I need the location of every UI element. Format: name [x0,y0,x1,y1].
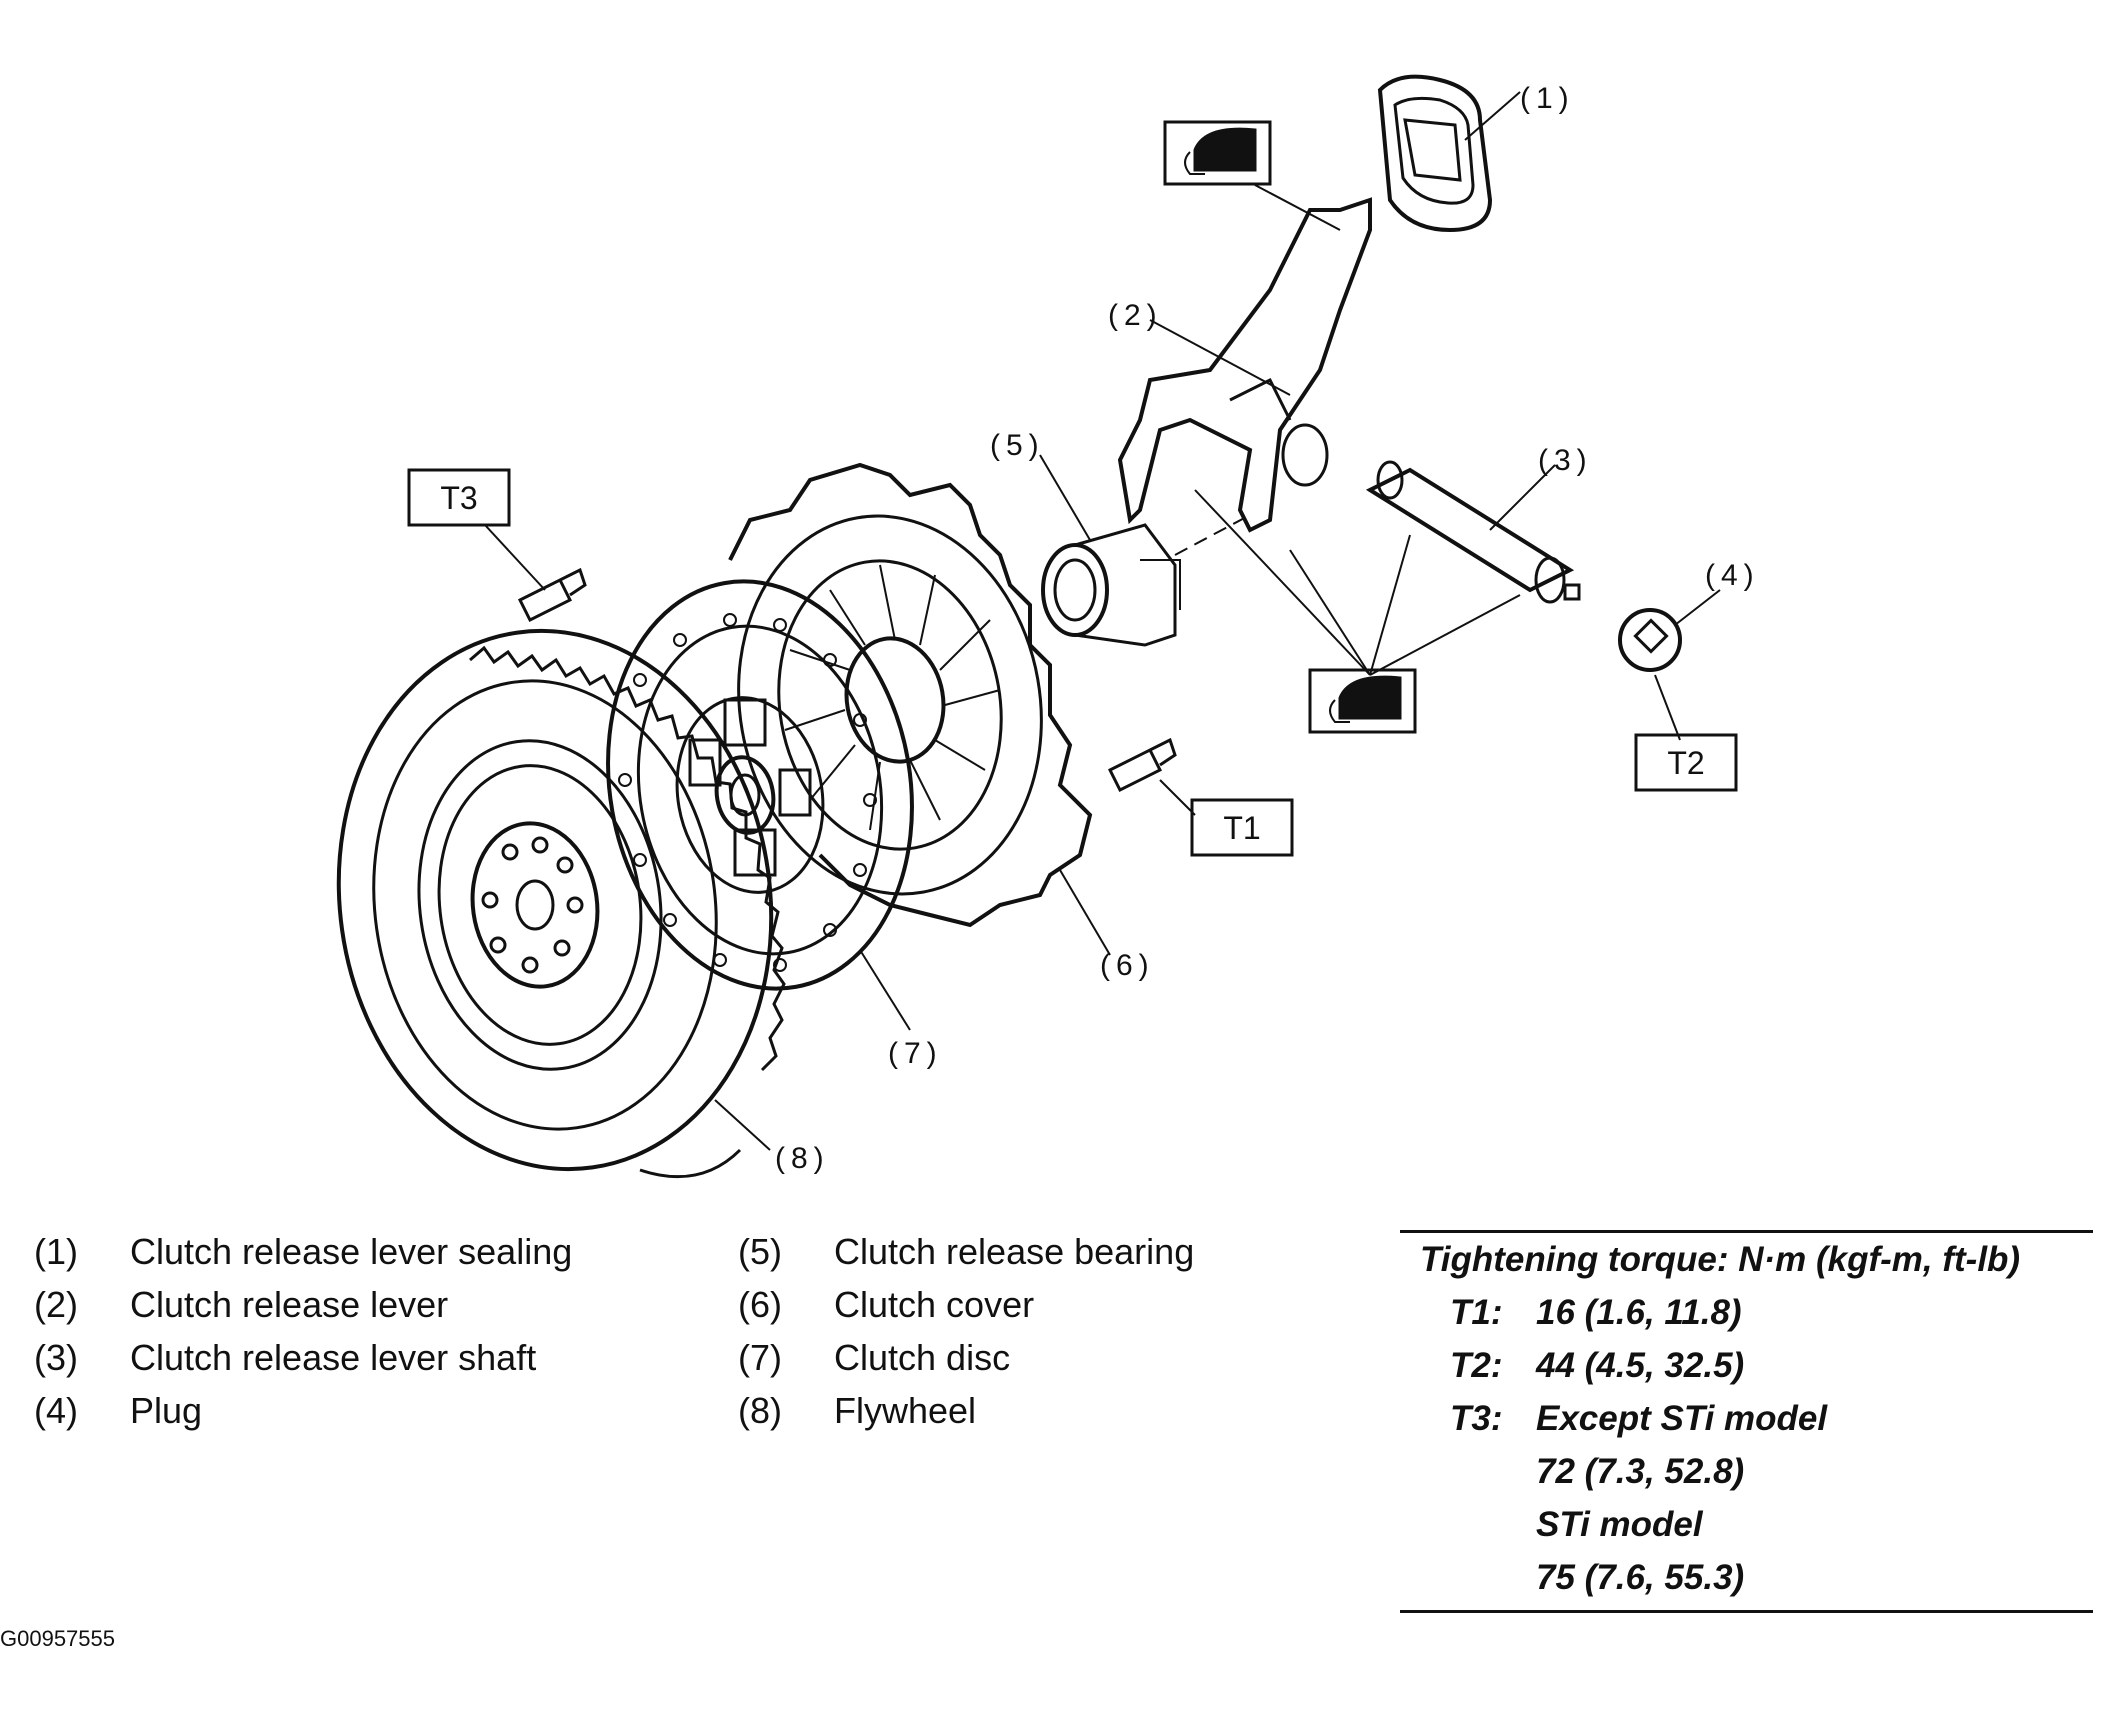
flywheel [336,628,786,1179]
legend-item: (5) Clutch release bearing [738,1225,1194,1278]
legend-item: (8) Flywheel [738,1384,1194,1437]
t2-box [1634,733,1738,792]
torque-row-t2: T2: 44 (4.5, 32.5) [1400,1339,2093,1392]
legend-number: (8) [738,1390,782,1431]
exploded-clutch-diagram: (1) (2) (3) (4) (5) (6) (7) (8) T3 T1 T2 [336,74,1760,1179]
clutch-release-lever-shaft [1365,460,1581,604]
torque-key: T2: [1450,1346,1503,1385]
legend-item: (2) Clutch release lever [34,1278,572,1331]
legend-label: Flywheel [834,1390,977,1431]
callout-2: (2) [1108,299,1163,332]
torque-key: T3: [1450,1399,1503,1438]
torque-value: Except STi model [1536,1399,1828,1438]
t1-box [1190,798,1294,857]
legend-label: Clutch release lever [130,1284,449,1325]
t2-label: T2 [1667,745,1704,781]
t3-box [407,468,511,527]
clutch-release-lever [1117,197,1372,533]
legend-number: (7) [738,1337,782,1378]
legend-item: (4) Plug [34,1384,572,1437]
legend-number: (3) [34,1337,78,1378]
grease-applicator-icon [1163,120,1272,186]
clutch-release-lever-sealing [1377,74,1493,233]
callout-3: (3) [1538,444,1593,477]
legend-left: (1) Clutch release lever sealing (2) Clu… [34,1225,572,1437]
legend-number: (6) [738,1284,782,1325]
plug [1618,608,1682,672]
leader-lines [484,91,1721,1151]
legend-right: (5) Clutch release bearing (6) Clutch co… [738,1225,1194,1437]
clutch-release-bearing [1041,523,1181,647]
legend-label: Plug [130,1390,203,1431]
torque-value: 75 (7.6, 55.3) [1536,1558,1745,1597]
legend-label: Clutch release lever sealing [130,1231,573,1272]
bolt-t1 [1107,737,1177,793]
legend-label: Clutch disc [834,1337,1011,1378]
legend-number: (2) [34,1284,78,1325]
torque-row-t3: T3: Except STi model [1400,1392,2093,1445]
legend-item: (1) Clutch release lever sealing [34,1225,572,1278]
legend-label: Clutch release bearing [834,1231,1195,1272]
callout-8: (8) [775,1142,830,1175]
t3-label: T3 [440,480,477,516]
clutch-disc [606,579,914,991]
torque-row-t1: T1: 16 (1.6, 11.8) [1400,1286,2093,1339]
legend-number: (5) [738,1231,782,1272]
torque-value: 72 (7.3, 52.8) [1536,1452,1745,1491]
callout-5: (5) [990,429,1045,462]
tightening-torque-table: Tightening torque: N·m (kgf-m, ft-lb) T1… [1400,1230,2093,1613]
grease-applicator-icon-lower [1308,668,1417,734]
callout-1: (1) [1520,82,1575,115]
torque-value: STi model [1536,1505,1703,1544]
clutch-cover [728,462,1093,928]
bolt-t3 [517,567,587,623]
legend-item: (6) Clutch cover [738,1278,1194,1331]
torque-value: 16 (1.6, 11.8) [1536,1293,1742,1332]
torque-title: Tightening torque: N·m (kgf-m, ft-lb) [1420,1240,2021,1279]
torque-key: T1: [1450,1293,1503,1332]
legend-label: Clutch release lever shaft [130,1337,537,1378]
legend-item: (7) Clutch disc [738,1331,1194,1384]
legend-number: (1) [34,1231,78,1272]
legend-item: (3) Clutch release lever shaft [34,1331,572,1384]
figure-id: G00957555 [0,1626,115,1651]
t1-label: T1 [1223,810,1260,846]
callout-4: (4) [1705,559,1760,592]
callout-7: (7) [888,1037,943,1070]
legend-number: (4) [34,1390,78,1431]
callout-6: (6) [1100,949,1155,982]
torque-value: 44 (4.5, 32.5) [1536,1346,1745,1385]
legend-label: Clutch cover [834,1284,1035,1325]
